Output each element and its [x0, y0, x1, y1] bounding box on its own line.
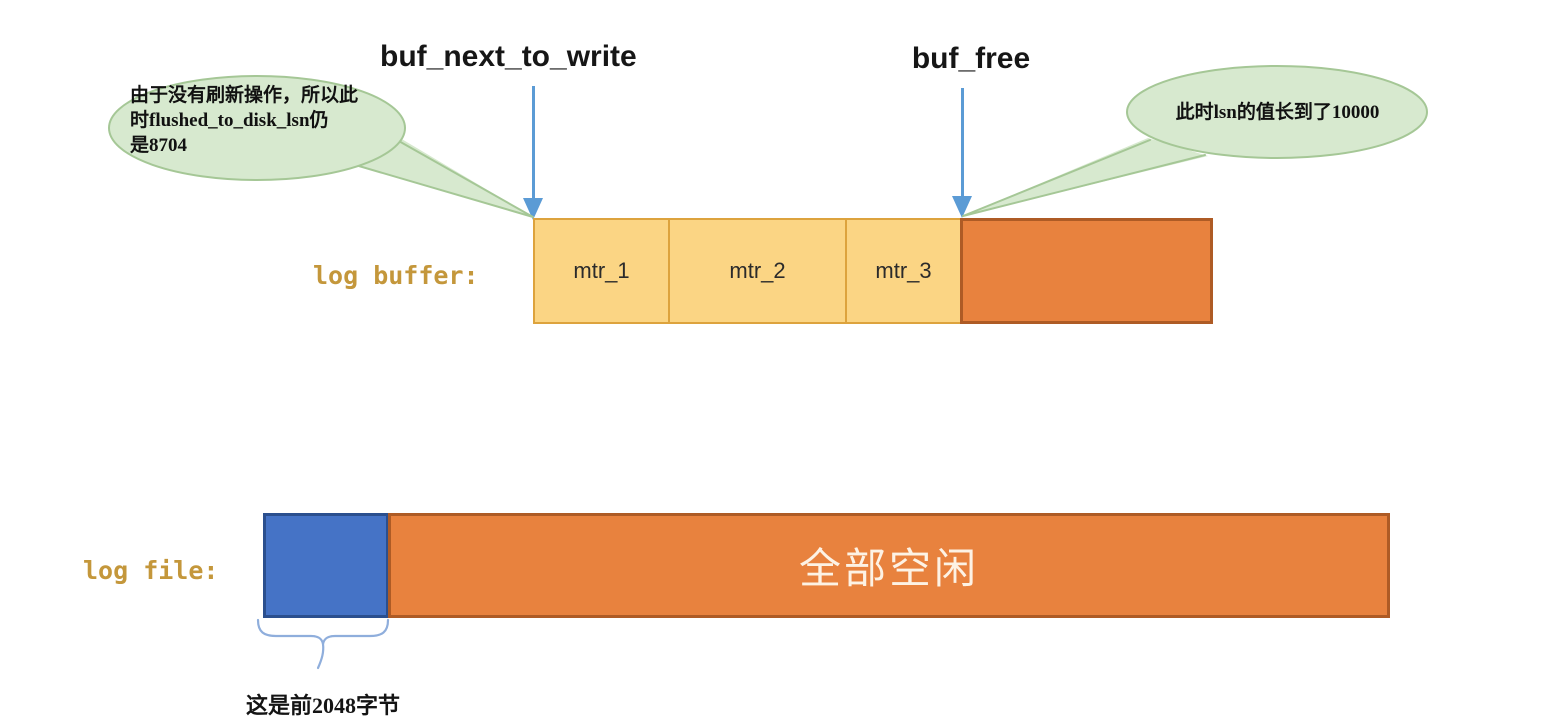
reserved-bytes-note: 这是前2048字节: [246, 693, 401, 718]
right-callout-bubble: [962, 65, 1428, 217]
left-callout-line1: 由于没有刷新操作，所以此: [130, 85, 359, 106]
log-buffer-free-segment: [960, 218, 1213, 324]
left-callout-text: 由于没有刷新操作，所以此 时flushed_to_disk_lsn仍 是8704: [130, 83, 420, 158]
left-callout-bubble: [108, 75, 534, 218]
log-buffer-segment-mtr1: mtr_1: [533, 218, 670, 324]
left-callout-line3: 是8704: [130, 135, 188, 156]
buf-free-arrow-icon: [952, 196, 972, 218]
log-buffer-segment-mtr3: mtr_3: [845, 218, 962, 324]
buf-next-to-write-label: buf_next_to_write: [380, 40, 637, 73]
log-buffer-bar: mtr_1 mtr_2 mtr_3: [533, 218, 1213, 324]
right-callout-text: 此时lsn的值长到了10000: [1175, 102, 1380, 123]
log-file-label: log file:: [83, 556, 219, 585]
left-callout-line2: 时flushed_to_disk_lsn仍: [130, 110, 329, 131]
buf-next-to-write-arrow-line: [532, 86, 535, 200]
log-buffer-segment-mtr2: mtr_2: [668, 218, 847, 324]
log-file-free-segment: 全部空闲: [388, 513, 1390, 618]
buf-free-label: buf_free: [911, 42, 1031, 75]
reserved-bytes-brace: [256, 618, 390, 670]
buf-free-arrow-line: [961, 88, 964, 198]
log-file-reserved-segment: [263, 513, 389, 618]
log-file-bar: 全部空闲: [263, 513, 1390, 618]
log-buffer-label: log buffer:: [313, 261, 479, 290]
